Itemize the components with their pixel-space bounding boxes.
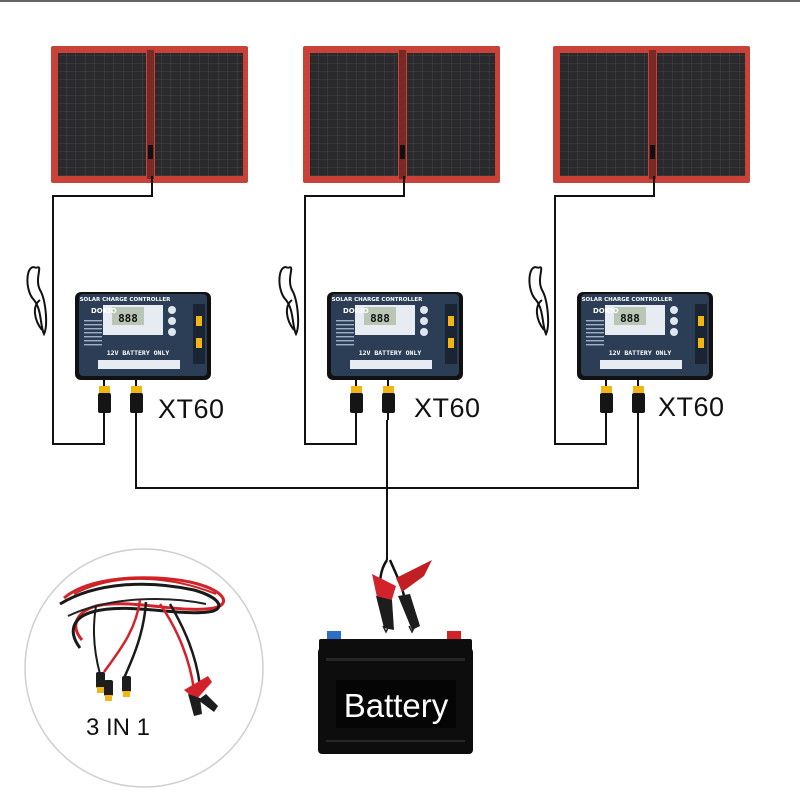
panel-wire	[528, 176, 655, 445]
charge-controller-icon: 888 SOLAR CHARGE CONTROLLER DOKIO 12V BATTE…	[577, 292, 713, 380]
output-bus-wire	[135, 420, 639, 560]
controller-battery-text: 12V BATTERY ONLY	[107, 349, 170, 357]
xt60-connector-icon	[98, 380, 111, 420]
xt60-label-3: XT60	[658, 392, 725, 422]
charge-controller-icon: 888 SOLAR CHARGE CONTROLLER DOKIO 12V BATTE…	[327, 292, 463, 380]
car-battery-icon	[318, 631, 473, 754]
xt60-label-2: XT60	[414, 393, 481, 423]
xt60-connector-icon	[350, 380, 363, 420]
xt60-connector-icon	[632, 380, 645, 420]
battery-label: Battery	[343, 687, 449, 724]
xt60-label-1: XT60	[158, 394, 225, 424]
solar-unit-2: 888 SOLAR CHARGE CONTROLLER DOKIO 12V BATTE…	[278, 46, 500, 445]
xt60-connector-icon	[600, 380, 613, 420]
solar-panel-icon	[51, 46, 248, 183]
panel-wire	[278, 176, 405, 445]
solar-unit-1: 888 SOLAR CHARGE CONTROLLER DOKIO 12V BATTE…	[26, 46, 248, 445]
lcd-reading: 888	[620, 312, 640, 325]
controller-header: SOLAR CHARGE CONTROLLER	[582, 297, 674, 303]
solar-panel-icon	[553, 46, 750, 183]
charge-controller-icon: 888 SOLAR CHARGE CONTROLLER DOKIO 12V BATTE…	[75, 292, 211, 380]
controller-header: SOLAR CHARGE CONTROLLER	[332, 297, 424, 303]
controller-brand: DOKIO	[343, 307, 369, 315]
controller-brand: DOKIO	[91, 307, 117, 315]
panel-wire	[26, 176, 153, 445]
xt60-connector-icon	[382, 380, 395, 420]
controller-battery-text: 12V BATTERY ONLY	[609, 349, 672, 357]
controller-brand: DOKIO	[593, 307, 619, 315]
cable-kit-label: 3 IN 1	[86, 714, 151, 741]
lcd-reading: 888	[118, 312, 138, 325]
solar-panel-icon	[303, 46, 500, 183]
controller-battery-text: 12V BATTERY ONLY	[359, 349, 422, 357]
lcd-reading: 888	[370, 312, 390, 325]
cable-bundle-icon	[59, 576, 226, 716]
controller-header: SOLAR CHARGE CONTROLLER	[80, 297, 172, 303]
alligator-clip-icon	[372, 559, 432, 634]
solar-unit-3: 888 SOLAR CHARGE CONTROLLER DOKIO 12V BATTE…	[528, 46, 750, 445]
cable-kit-circle	[24, 548, 264, 788]
xt60-connector-icon	[130, 380, 143, 420]
